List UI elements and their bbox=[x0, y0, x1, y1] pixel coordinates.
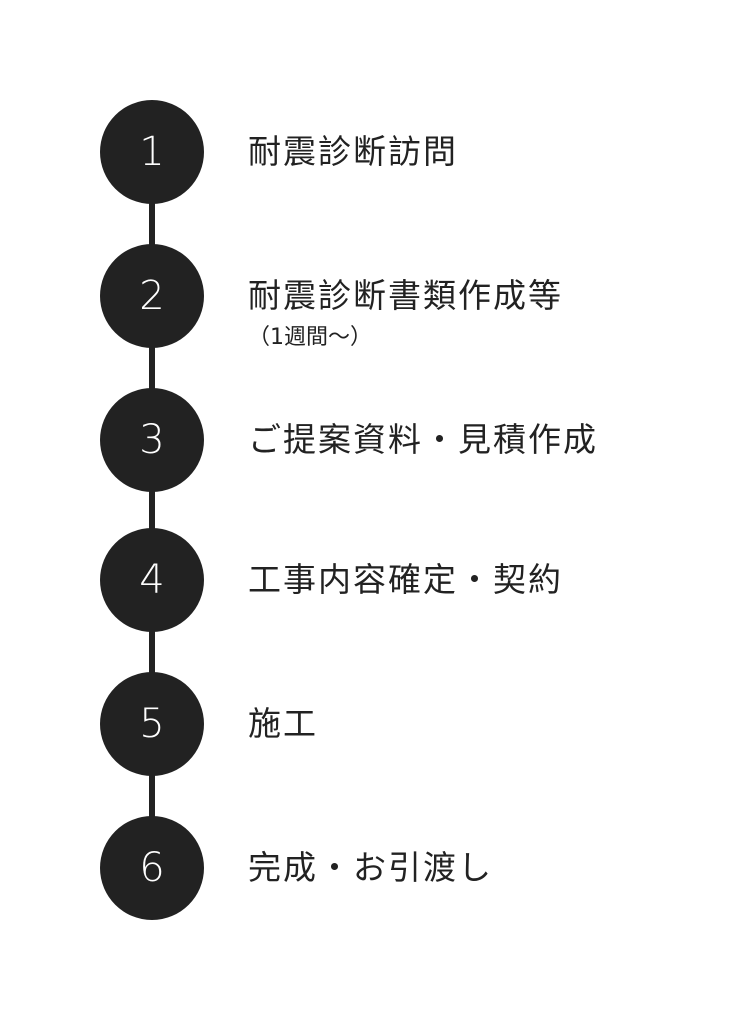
step-6: 6 完成・お引渡し bbox=[0, 816, 740, 920]
step-3-title: ご提案資料・見積作成 bbox=[248, 420, 598, 459]
step-2: 2 耐震診断書類作成等 （1週間～） bbox=[0, 244, 740, 350]
step-3: 3 ご提案資料・見積作成 bbox=[0, 388, 740, 492]
step-1: 1 耐震診断訪問 bbox=[0, 100, 740, 204]
step-5-title: 施工 bbox=[248, 704, 318, 743]
step-1-title: 耐震診断訪問 bbox=[248, 132, 458, 171]
step-2-number: 2 bbox=[139, 273, 165, 319]
step-5-number: 5 bbox=[139, 701, 165, 747]
flow-connector-line bbox=[149, 152, 155, 868]
step-1-circle: 1 bbox=[100, 100, 204, 204]
step-4-circle: 4 bbox=[100, 528, 204, 632]
step-5: 5 施工 bbox=[0, 672, 740, 776]
step-2-title: 耐震診断書類作成等 bbox=[248, 276, 563, 315]
step-4-title: 工事内容確定・契約 bbox=[248, 560, 563, 599]
step-2-circle: 2 bbox=[100, 244, 204, 348]
step-6-number: 6 bbox=[139, 845, 165, 891]
step-5-circle: 5 bbox=[100, 672, 204, 776]
step-6-title: 完成・お引渡し bbox=[248, 848, 493, 887]
step-3-number: 3 bbox=[139, 417, 165, 463]
step-6-circle: 6 bbox=[100, 816, 204, 920]
step-4: 4 工事内容確定・契約 bbox=[0, 528, 740, 632]
step-2-duration-note: （1週間～） bbox=[248, 325, 372, 350]
step-4-number: 4 bbox=[139, 557, 165, 603]
step-3-circle: 3 bbox=[100, 388, 204, 492]
step-1-number: 1 bbox=[139, 129, 165, 175]
